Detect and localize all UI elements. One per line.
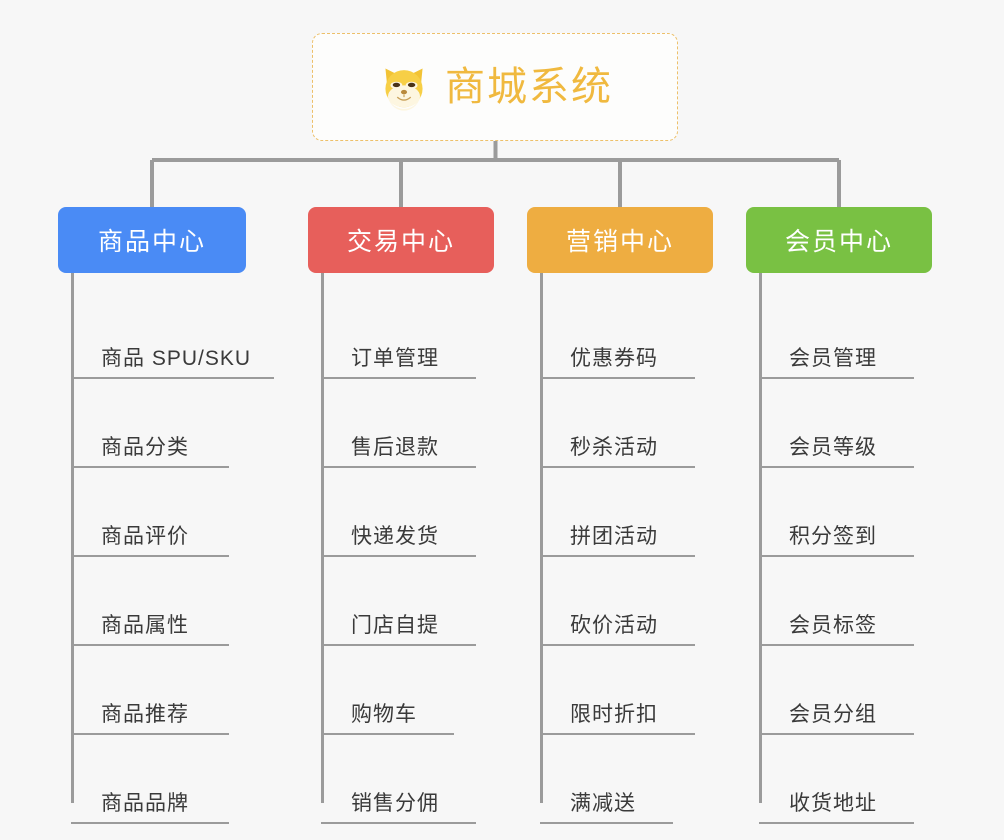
category-title: 会员中心 bbox=[784, 228, 893, 256]
column-spine-2 bbox=[321, 273, 324, 803]
category-title: 商品中心 bbox=[97, 228, 206, 256]
leaf-label: 会员标签 bbox=[789, 614, 877, 637]
leaf-underline bbox=[540, 733, 695, 735]
leaf-underline bbox=[540, 377, 695, 379]
root-title: 商城系统 bbox=[445, 65, 613, 109]
category-box-trade-center[interactable]: 交易中心 bbox=[308, 207, 494, 273]
leaf-label: 订单管理 bbox=[351, 347, 439, 370]
leaf-underline bbox=[759, 733, 914, 735]
category-box-marketing-center[interactable]: 营销中心 bbox=[527, 207, 713, 273]
leaf-label: 拼团活动 bbox=[570, 525, 658, 548]
leaf-label: 商品评价 bbox=[101, 525, 189, 548]
category-title: 营销中心 bbox=[565, 228, 674, 256]
column-spine-3 bbox=[540, 273, 543, 803]
leaf-label: 会员分组 bbox=[789, 703, 877, 726]
leaf-label: 商品分类 bbox=[101, 436, 189, 459]
leaf-underline bbox=[71, 822, 229, 824]
leaf-label: 快递发货 bbox=[351, 525, 439, 548]
leaf-label: 满减送 bbox=[570, 792, 636, 815]
leaf-label: 售后退款 bbox=[351, 436, 439, 459]
leaf-underline bbox=[71, 466, 229, 468]
leaf-underline bbox=[321, 466, 476, 468]
leaf-underline bbox=[540, 555, 695, 557]
leaf-label: 会员等级 bbox=[789, 436, 877, 459]
leaf-label: 门店自提 bbox=[351, 614, 439, 637]
column-spine-4 bbox=[759, 273, 762, 803]
leaf-label: 销售分佣 bbox=[351, 792, 439, 815]
category-box-member-center[interactable]: 会员中心 bbox=[746, 207, 932, 273]
leaf-label: 会员管理 bbox=[789, 347, 877, 370]
category-column-2: 交易中心 订单管理 售后退款 快递发货 门店自提 购物车 bbox=[308, 207, 494, 824]
leaf-underline bbox=[759, 555, 914, 557]
leaf-underline bbox=[759, 377, 914, 379]
leaf-label: 商品推荐 bbox=[101, 703, 189, 726]
shiba-dog-face-icon bbox=[385, 68, 423, 111]
leaf-underline bbox=[71, 377, 274, 379]
category-column-4: 会员中心 会员管理 会员等级 积分签到 会员标签 会员分组 bbox=[746, 207, 932, 824]
leaf-underline bbox=[540, 644, 695, 646]
category-column-3: 营销中心 优惠券码 秒杀活动 拼团活动 砍价活动 限时折扣 bbox=[527, 207, 713, 824]
leaf-label: 秒杀活动 bbox=[570, 436, 658, 459]
leaf-label: 限时折扣 bbox=[570, 703, 658, 726]
leaf-label: 砍价活动 bbox=[570, 614, 658, 637]
leaf-label: 优惠券码 bbox=[570, 347, 658, 370]
leaf-underline bbox=[71, 733, 229, 735]
leaf-label: 积分签到 bbox=[789, 525, 877, 548]
leaf-underline bbox=[321, 733, 454, 735]
leaf-underline bbox=[759, 644, 914, 646]
leaf-label: 商品品牌 bbox=[101, 792, 189, 815]
leaf-underline bbox=[321, 822, 476, 824]
category-box-product-center[interactable]: 商品中心 bbox=[58, 207, 246, 273]
leaf-label: 商品 SPU/SKU bbox=[101, 347, 252, 370]
leaf-underline bbox=[71, 555, 229, 557]
root-node[interactable]: 商城系统 bbox=[312, 33, 678, 141]
leaf-underline bbox=[759, 466, 914, 468]
leaf-underline bbox=[321, 644, 476, 646]
leaf-label: 商品属性 bbox=[101, 614, 189, 637]
leaf-label: 收货地址 bbox=[789, 792, 877, 815]
leaf-underline bbox=[321, 377, 476, 379]
column-spine-1 bbox=[71, 273, 74, 803]
leaf-underline bbox=[540, 822, 673, 824]
leaf-underline bbox=[540, 466, 695, 468]
category-column-1: 商品中心 商品 SPU/SKU 商品分类 商品评价 商品属性 商品推荐 bbox=[58, 207, 274, 824]
leaf-underline bbox=[759, 822, 914, 824]
leaf-underline bbox=[321, 555, 476, 557]
leaf-label: 购物车 bbox=[351, 703, 417, 726]
leaf-underline bbox=[71, 644, 229, 646]
category-title: 交易中心 bbox=[346, 228, 455, 256]
